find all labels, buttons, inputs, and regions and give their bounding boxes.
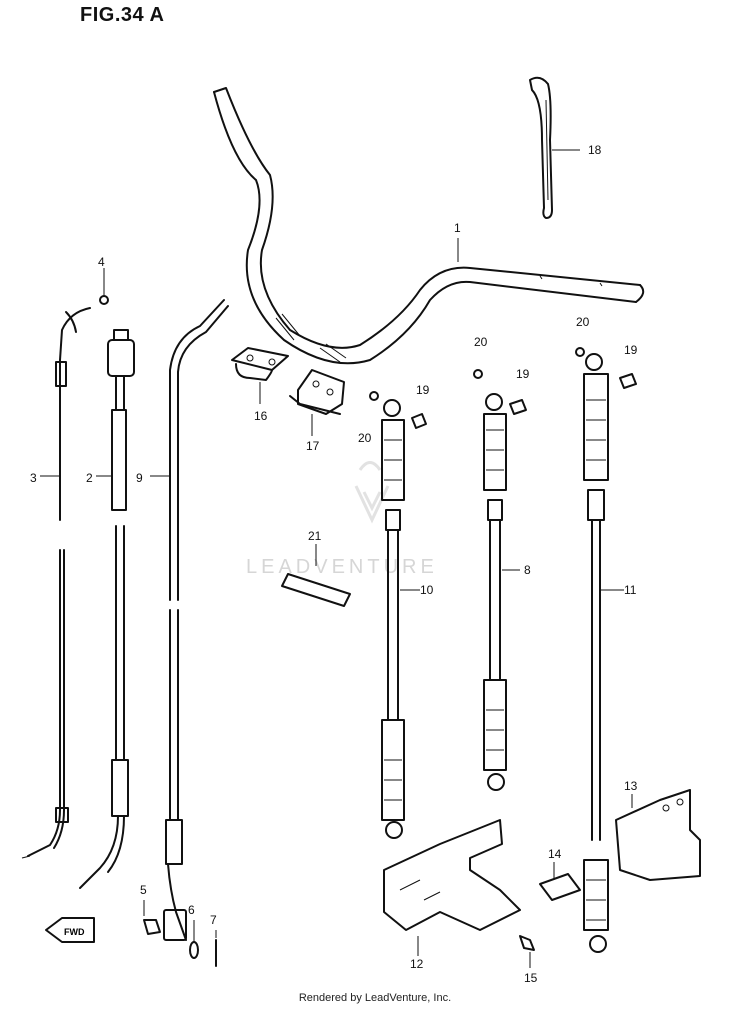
cable-10: [381, 399, 405, 839]
callout-6: 6: [188, 903, 195, 917]
callout-13: 13: [624, 779, 638, 793]
callout-14: 14: [548, 847, 562, 861]
bolt-15: [519, 935, 535, 951]
callout-19b: 19: [516, 367, 530, 381]
watermark: LEADVENTURE: [246, 556, 438, 578]
holder-clamp-16: [231, 347, 289, 381]
holder-clamp-17: [289, 369, 345, 415]
fwd-label: FWD: [64, 927, 85, 937]
callout-2: 2: [86, 471, 93, 485]
cable-2: [79, 329, 135, 889]
callout-11: 11: [624, 583, 637, 597]
callout-9: 9: [136, 471, 143, 485]
callout-20c: 20: [576, 315, 590, 329]
callout-8: 8: [524, 563, 531, 577]
callout-labels: 1 2 3 4 5 6 7 8 9 10 11 12 13 14 15 16 1…: [30, 143, 638, 985]
washer-6: [189, 941, 199, 959]
pad-21: [281, 573, 351, 607]
callout-5: 5: [140, 883, 147, 897]
bolts-19: [411, 373, 637, 429]
figure-title: FIG.34 A: [80, 4, 165, 26]
watermark-emblem: [354, 461, 390, 524]
callout-3: 3: [30, 471, 37, 485]
leader-lines: [40, 149, 633, 968]
handlebar: [213, 87, 645, 365]
callout-16: 16: [254, 409, 268, 423]
callout-10: 10: [420, 583, 434, 597]
bolt-5: [143, 919, 161, 935]
nut-4: [99, 295, 109, 305]
callout-19a: 19: [416, 383, 430, 397]
bracket-13: [615, 789, 701, 881]
nuts-20: [369, 347, 585, 401]
callout-7: 7: [210, 913, 217, 927]
callout-12: 12: [410, 957, 424, 971]
callout-15: 15: [524, 971, 538, 985]
fwd-arrow: FWD: [45, 917, 95, 943]
footer-credit: Rendered by LeadVenture, Inc.: [298, 992, 452, 1004]
cable-8: [483, 393, 507, 791]
cable-3: [21, 307, 91, 859]
cable-9: [163, 299, 229, 941]
cable-11: [583, 353, 609, 953]
callout-17: 17: [306, 439, 320, 453]
cable-strap-18: [529, 76, 553, 219]
callout-18: 18: [588, 143, 602, 157]
callout-20b: 20: [474, 335, 488, 349]
callout-1: 1: [454, 221, 461, 235]
callout-19c: 19: [624, 343, 638, 357]
callout-20a: 20: [358, 431, 372, 445]
bracket-12: [383, 819, 521, 931]
callout-21: 21: [308, 529, 322, 543]
callout-4: 4: [98, 255, 105, 269]
clip-14: [539, 873, 581, 901]
